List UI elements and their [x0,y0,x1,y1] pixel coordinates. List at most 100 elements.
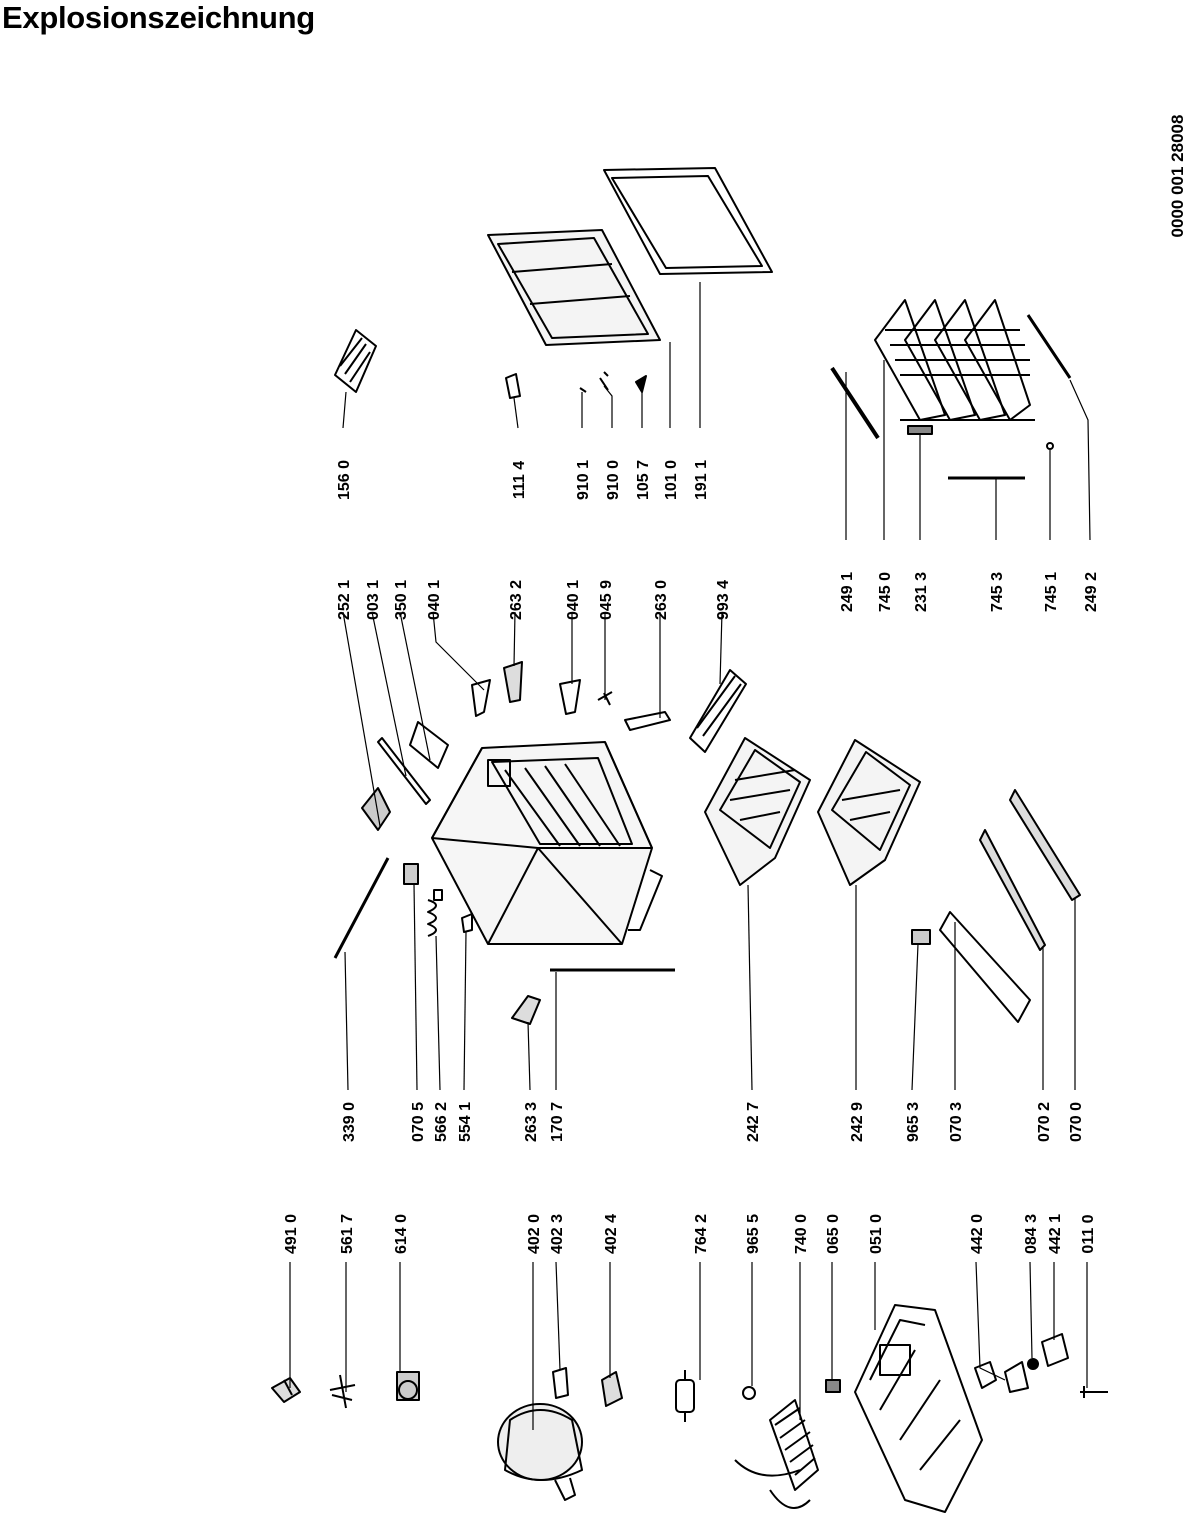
part-label-263-3: 263 3 [523,1102,540,1142]
part-drawing-910-1 [579,387,587,393]
part-label-252-1: 252 1 [336,580,353,620]
part-label-003-1: 003 1 [365,580,382,620]
part-drawing-084-3 [1027,1358,1039,1370]
callout-line-252-1 [342,611,381,827]
part-drawing-745-0 [874,299,1035,421]
part-label-040-1: 040 1 [565,580,582,620]
part-label-231-3: 231 3 [913,572,930,612]
part-drawing-040-1a [471,679,491,717]
callout-line-156-0 [342,391,347,429]
part-drawing-263-3 [511,995,541,1025]
part-drawing-070-2 [979,829,1046,951]
part-drawing-442-1 [1041,1333,1069,1367]
part-drawing-339-0 [333,857,390,959]
part-drawing-491-0 [271,1377,301,1403]
part-drawing-350-1 [409,721,449,769]
part-label-070-5: 070 5 [410,1102,427,1142]
part-label-965-5: 965 5 [745,1214,762,1254]
part-drawing-764-2 [675,1370,695,1422]
part-drawing-740-0 [734,1399,819,1509]
part-drawing-105-7 [635,375,647,393]
part-label-442-1: 442 1 [1047,1214,1064,1254]
part-drawing-263-0 [624,711,671,731]
callout-lines [289,282,1091,1430]
part-drawing-242-7 [704,737,811,886]
callout-line-339-0 [344,951,349,1091]
callout-line-566-2 [435,935,441,1091]
part-label-242-9: 242 9 [849,1102,866,1142]
part-label-263-2: 263 2 [508,580,525,620]
part-drawing-111-4 [505,373,521,399]
part-label-745-0: 745 0 [877,572,894,612]
part-label-745-1: 745 1 [1043,572,1060,612]
part-drawing-cabinet [431,741,663,945]
part-drawings [271,167,1108,1513]
part-drawing-566-2 [427,889,443,937]
callout-line-263-2 [513,611,516,667]
part-drawing-040-1b [559,679,581,715]
part-label-614-0: 614 0 [393,1214,410,1254]
callout-line-003-1 [371,611,407,777]
part-drawing-070-5 [403,863,419,885]
part-drawing-965-3 [911,929,931,945]
callout-line-084-3 [1029,1261,1033,1359]
part-drawing-402-0 [497,1403,583,1501]
part-drawing-442-0 [974,1361,1029,1393]
part-label-561-7: 561 7 [339,1214,356,1254]
callout-line-910-0 [603,385,613,428]
part-label-070-0: 070 0 [1068,1102,1085,1142]
callout-line-554-1 [463,931,467,1091]
part-drawing-561-7 [329,1374,356,1409]
part-drawing-242-9 [817,739,921,886]
part-drawing-249-2 [1026,314,1072,379]
part-label-442-0: 442 0 [969,1214,986,1254]
callout-line-040-1 [432,611,485,691]
part-label-740-0: 740 0 [793,1214,810,1254]
part-label-402-3: 402 3 [549,1214,566,1254]
part-drawing-070-0 [1009,789,1081,901]
part-drawing-011-0 [1080,1386,1108,1398]
part-drawing-402-3 [552,1367,569,1399]
part-label-910-1: 910 1 [575,460,592,500]
part-label-065-0: 065 0 [825,1214,842,1254]
callout-line-263-3 [527,1021,531,1091]
part-label-191-1: 191 1 [693,460,710,500]
part-label-745-3: 745 3 [989,572,1006,612]
part-drawing-065-0 [825,1379,841,1393]
part-drawing-051-0 [854,1304,983,1513]
callout-line-402-3 [555,1261,561,1371]
callout-line-965-3 [911,943,919,1091]
callout-line-442-0 [975,1261,1006,1381]
part-label-402-0: 402 0 [526,1214,543,1254]
part-label-101-0: 101 0 [663,460,680,500]
part-drawing-249-1 [830,366,880,440]
callout-line-242-7 [747,884,753,1091]
part-label-910-0: 910 0 [605,460,622,500]
part-label-105-7: 105 7 [635,460,652,500]
part-label-339-0: 339 0 [341,1102,358,1142]
part-drawing-910-0 [599,371,609,391]
part-drawing-554-1 [461,913,473,933]
part-drawing-070-3 [939,911,1031,1023]
part-label-993-4: 993 4 [715,580,732,620]
part-drawing-101-0 [487,229,661,346]
part-drawing-614-0 [396,1371,420,1401]
part-label-045-9: 045 9 [598,580,615,620]
part-label-070-2: 070 2 [1036,1102,1053,1142]
part-label-070-3: 070 3 [948,1102,965,1142]
part-label-249-2: 249 2 [1083,572,1100,612]
page-title: Explosionszeichnung [2,0,315,35]
part-label-051-0: 051 0 [868,1214,885,1254]
part-label-402-4: 402 4 [603,1214,620,1254]
part-label-554-1: 554 1 [457,1102,474,1142]
part-drawing-263-2 [503,661,523,703]
callout-line-070-5 [413,883,418,1091]
part-drawing-003-1 [377,737,431,805]
part-label-084-3: 084 3 [1023,1214,1040,1254]
part-drawing-252-1 [361,787,391,831]
part-drawing-231-3 [907,425,933,435]
part-label-764-2: 764 2 [693,1214,710,1254]
part-label-156-0: 156 0 [336,460,353,500]
